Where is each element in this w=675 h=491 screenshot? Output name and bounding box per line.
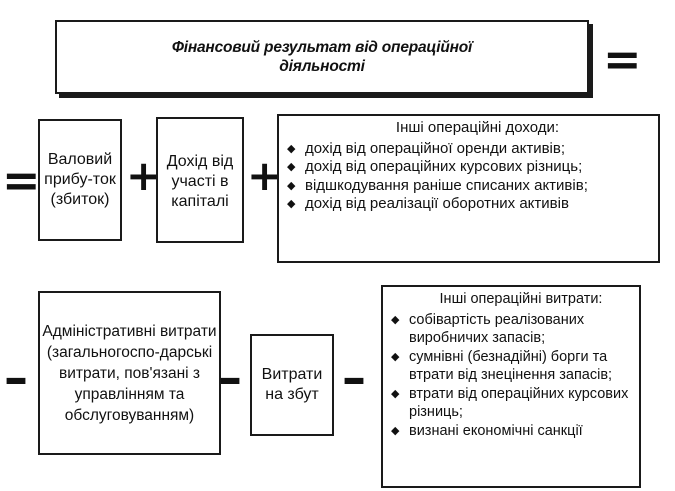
gross-profit-label: Валовий прибу-ток (збиток) [44, 151, 116, 208]
minus-sign-1: – [4, 350, 28, 406]
equity-income-label: Дохід від участі в капіталі [166, 153, 234, 210]
list-item: визнані економічні санкції [391, 422, 635, 441]
list-item: дохід від реалізації оборотних активів [287, 195, 652, 214]
admin-expenses-label: Адміністративні витрати (загальногоспо-д… [42, 322, 217, 424]
other-income-heading: Інші операційні доходи: [395, 119, 560, 136]
list-item: відшкодування раніше списаних активів; [287, 177, 652, 196]
other-expenses-box: Інші операційні витрати: собівартість ре… [381, 285, 641, 488]
result-title-box: Фінансовий результат від операційної дія… [55, 20, 589, 94]
other-expenses-heading: Інші операційні витрати: [439, 291, 603, 307]
list-item: втрати від операційних курсових різниць; [391, 385, 635, 422]
selling-expenses-box: Витрати на збут [250, 334, 334, 436]
other-income-list: дохід від операційної оренди активів; до… [287, 140, 652, 214]
list-item: дохід від операційних курсових різниць; [287, 158, 652, 177]
equity-income-box: Дохід від участі в капіталі [156, 117, 244, 243]
minus-sign-2: – [218, 350, 242, 406]
list-item: дохід від операційної оренди активів; [287, 140, 652, 159]
plus-sign-2: + [247, 151, 283, 200]
gross-profit-box: Валовий прибу-ток (збиток) [38, 119, 122, 241]
equals-sign-top: = [603, 32, 642, 86]
plus-sign-1: + [126, 151, 162, 200]
list-item: собівартість реалізованих виробничих зап… [391, 311, 635, 348]
other-income-box: Інші операційні доходи: дохід від операц… [277, 114, 660, 263]
minus-sign-3: – [342, 350, 366, 406]
admin-expenses-box: Адміністративні витрати (загальногоспо-д… [38, 291, 221, 455]
list-item: сумнівні (безнадійні) борги та втрати ві… [391, 348, 635, 385]
selling-expenses-label: Витрати на збут [261, 366, 323, 403]
result-title: Фінансовий результат від операційної дія… [171, 39, 473, 75]
other-expenses-list: собівартість реалізованих виробничих зап… [391, 311, 635, 441]
equals-sign-row1: = [2, 153, 41, 207]
